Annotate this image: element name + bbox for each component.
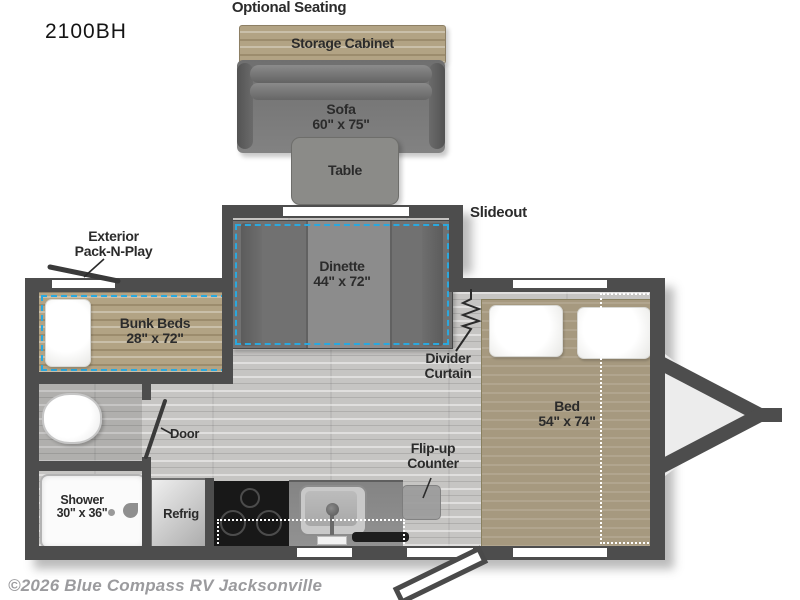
bath-wall-lower [142,457,151,546]
bunk-beds: Bunk Beds 28" x 72" [38,292,230,374]
dinette: Dinette 44" x 72" [231,220,453,349]
bunk-dims: 28" x 72" [126,329,184,346]
dinette-table [306,221,392,348]
divider-curtain-label: Divider Curtain [408,351,488,381]
sofa-name: Sofa [326,101,356,117]
divider-line1: Divider [425,350,471,366]
model-number: 2100BH [45,20,127,43]
sofa-dims: 60" x 75" [312,115,370,132]
bunk-label: Bunk Beds 28" x 72" [81,316,229,346]
kitchen-stub-wall [205,478,214,546]
bed-label: Bed 54" x 74" [502,399,632,429]
table-label: Table [327,162,363,178]
bathroom-door-leaf [144,399,167,459]
packnplay-hatch-line [47,264,121,284]
storage-cabinet-label: Storage Cabinet [291,35,394,51]
dinette-seatback-right [422,223,443,346]
dinette-seatback-left [241,223,262,346]
bed-name: Bed [554,398,580,414]
flipup-pointer-line [422,477,432,499]
table: Table [291,137,399,205]
hitch-bar-upper [648,351,764,422]
cooktop-burner-small [240,488,260,508]
door-pointer-line [160,427,173,435]
dinette-dims: 44" x 72" [313,272,371,289]
left-wall [25,278,39,560]
kitchen-window [297,548,352,557]
exterior-line2: Pack-N-Play [74,242,153,259]
sofa-back-cushion-2 [250,83,432,100]
toilet-fixture [42,393,102,444]
packnplay-pointer-line [83,258,105,278]
sink-cover-shelf [317,536,347,545]
refrigerator: Refrig [150,478,212,551]
bunk-bottom-wall [25,372,233,384]
shower-label: Shower 30" x 36" [46,493,118,521]
shower: Shower 30" x 36" [40,474,146,549]
dinette-label: Dinette 44" x 72" [232,259,452,289]
bunk-pillow [45,299,91,367]
bunk-name: Bunk Beds [119,315,191,331]
trailer-hitch [648,351,782,479]
bed-pillow-right [577,307,651,359]
slideout-right-wall [449,205,463,292]
exterior-line1: Exterior [88,228,139,244]
flipup-line2: Counter [407,454,459,471]
bedroom-window-bottom [513,548,607,557]
dinette-name: Dinette [319,258,365,274]
right-wall [650,278,665,560]
faucet-icon [326,503,339,516]
faucet-stem [330,514,334,535]
counter-drawer-handle [352,532,409,542]
shower-dims: 30" x 36" [56,506,108,521]
cooktop-burner-right [256,510,282,536]
sofa-armrest-right [429,63,445,149]
sofa-back-cushion-1 [250,65,432,83]
cooktop-burner-left [220,510,246,536]
dealer-copyright: ©2026 Blue Compass RV Jacksonville [8,576,323,595]
bedroom-window-top [513,280,607,288]
hitch-coupler [756,408,782,422]
flipup-counter-label: Flip-up Counter [398,441,468,471]
storage-cabinet: Storage Cabinet [239,25,446,64]
bath-divider-wall [25,461,150,471]
slideout-window [283,207,409,216]
divider-line2: Curtain [424,364,472,381]
hitch-bar-lower [648,408,764,479]
bed-dims: 54" x 74" [538,412,596,429]
shower-head-icon [123,503,138,518]
shower-drain-icon [108,509,115,516]
bed: Bed 54" x 74" [481,299,652,548]
shower-name: Shower [60,493,104,507]
bed-pillow-left [489,305,563,357]
optional-seating-label: Optional Seating [231,0,347,16]
door-label: Door [170,426,200,441]
flipup-line1: Flip-up [410,440,456,456]
refrig-label: Refrig [163,506,199,521]
slideout-left-wall [222,205,233,292]
exterior-packnplay-label: Exterior Pack-N-Play [50,229,177,259]
entry-door-leaf [392,545,489,600]
entry-door-opening [407,548,473,557]
hitch-triangle [665,354,747,476]
dinette-dashed-outline [235,224,449,345]
bunk-right-wall [222,292,233,378]
bath-wall-upper [142,372,151,400]
flip-up-counter [402,485,441,520]
slideout-label: Slideout [470,204,527,221]
packnplay-opening [52,280,115,288]
cooktop [214,481,289,546]
divider-curtain-symbol [455,289,483,352]
sofa-label: Sofa 60" x 75" [237,102,445,132]
sofa-armrest-left [237,63,253,149]
